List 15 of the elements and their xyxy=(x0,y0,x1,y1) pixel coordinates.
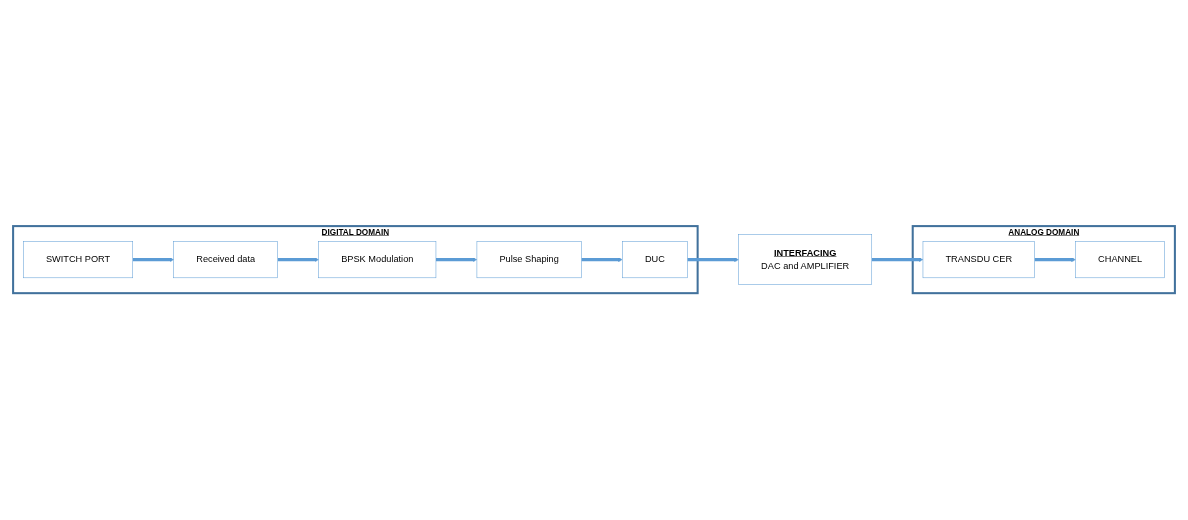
node-box: Received data xyxy=(173,241,278,279)
arrow xyxy=(687,257,739,263)
node-box: DUC xyxy=(622,241,688,279)
node-box: TRANSDU CER xyxy=(922,241,1035,279)
arrow xyxy=(435,257,478,263)
node-box: BPSK Modulation xyxy=(318,241,437,279)
node-box: CHANNEL xyxy=(1075,241,1165,279)
node-box: Pulse Shaping xyxy=(476,241,582,279)
arrow xyxy=(132,257,174,263)
arrow xyxy=(581,257,623,263)
node-box: SWITCH PORT xyxy=(23,241,133,279)
arrow xyxy=(871,257,924,263)
arrow xyxy=(1034,257,1076,263)
arrow xyxy=(277,257,319,263)
node-box: INTERFACING DAC and AMPLIFIER xyxy=(738,234,872,286)
